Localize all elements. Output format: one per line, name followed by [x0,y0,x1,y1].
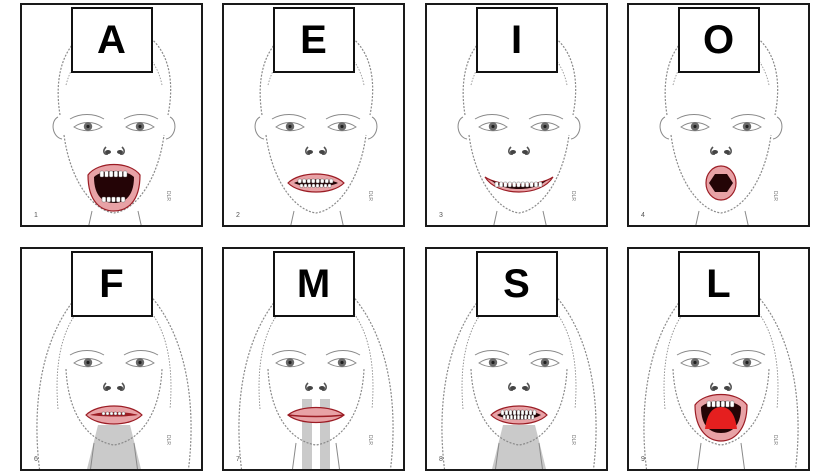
phoneme-card-m: M 7 DLR [222,247,405,471]
artist-initials: DLR [367,191,373,201]
phoneme-card-a: A 1 DLR [20,3,203,227]
phoneme-letter: L [678,251,760,317]
phoneme-card-l: L 9 DLR [627,247,810,471]
mouth-shape-closed [288,408,344,423]
artist-initials: DLR [772,191,778,201]
mouth-shape-round [706,166,736,200]
mouth-shape-teeth-together [491,406,547,424]
phoneme-letter: I [476,7,558,73]
eyes-and-nose [677,115,765,155]
phoneme-letter: S [476,251,558,317]
eyes-and-nose [475,115,563,155]
phoneme-letter: O [678,7,760,73]
mouth-shape-lip-teeth [86,406,142,424]
phoneme-card-f: F 6 DLR [20,247,203,471]
eyes-and-nose [272,115,360,155]
artist-initials: DLR [165,435,171,445]
card-number: 8 [439,456,443,463]
artist-initials: DLR [367,435,373,445]
phoneme-letter: A [71,7,153,73]
eyes-and-nose [70,115,158,155]
phoneme-letter: E [273,7,355,73]
card-number: 9 [641,456,645,463]
card-number: 1 [34,212,38,219]
mouth-shape-tongue-up [695,395,747,442]
phoneme-card-s: S 8 DLR [425,247,608,471]
artist-initials: DLR [570,191,576,201]
card-number: 3 [439,212,443,219]
artist-initials: DLR [570,435,576,445]
eyes-and-nose [272,351,360,391]
artist-initials: DLR [772,435,778,445]
eyes-and-nose [677,351,765,391]
airflow-shading [86,425,142,471]
airflow-shading [491,425,547,471]
phoneme-letter: F [71,251,153,317]
phoneme-card-o: O 4 DLR [627,3,810,227]
card-number: 4 [641,212,645,219]
card-number: 2 [236,212,240,219]
eyes-and-nose [70,351,158,391]
phoneme-letter: M [273,251,355,317]
phoneme-card-i: I 3 DLR [425,3,608,227]
card-number: 6 [34,456,38,463]
card-number: 7 [236,456,240,463]
phoneme-card-e: E 2 DLR [222,3,405,227]
eyes-and-nose [475,351,563,391]
mouth-shape-smile [485,177,553,192]
mouth-shape-spread-teeth [288,174,344,192]
artist-initials: DLR [165,191,171,201]
